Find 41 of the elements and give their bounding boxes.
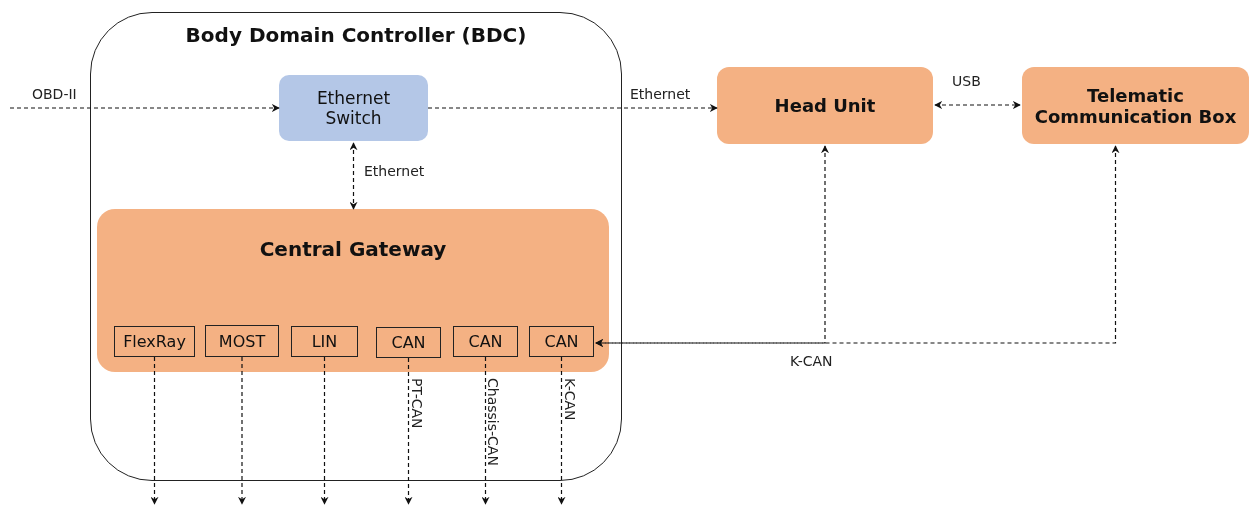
edge-label: Chassis-CAN	[485, 377, 501, 468]
dashed-arrow	[595, 145, 829, 347]
dashed-arrow	[427, 104, 718, 112]
edge-label: K-CAN	[562, 377, 578, 423]
node-label: Central Gateway	[259, 237, 447, 261]
node-label: MOST	[218, 331, 266, 351]
edge-label: Ethernet	[362, 163, 427, 179]
node-label: CAN	[391, 333, 426, 352]
node-label: Telematic Communication Box	[1033, 84, 1238, 127]
bus-port-box	[453, 326, 518, 357]
gateway-box	[97, 209, 609, 372]
dashed-arrow	[404, 357, 413, 505]
bus-port-box	[114, 326, 195, 357]
unit-box	[1022, 67, 1249, 144]
node-label: CAN	[544, 332, 579, 351]
edge-label: PT-CAN	[409, 377, 425, 431]
node-label: FlexRay	[123, 332, 186, 351]
dashed-arrow	[557, 356, 566, 505]
bus-port-box	[529, 326, 594, 357]
dashed-arrow	[150, 356, 159, 505]
dashed-arrow	[481, 356, 490, 505]
edge-label: USB	[950, 73, 983, 89]
dashed-arrow	[349, 142, 358, 210]
dashed-arrow	[9, 104, 280, 112]
edge-label: K-CAN	[788, 353, 835, 369]
node-label: Head Unit	[774, 95, 876, 116]
switch-box	[279, 75, 428, 141]
controller-boundary	[90, 12, 622, 481]
dashed-arrow	[934, 101, 1021, 109]
node-label: LIN	[311, 332, 338, 351]
node-label: Body Domain Controller (BDC)	[185, 23, 527, 47]
unit-box	[717, 67, 933, 144]
dashed-arrow	[238, 356, 246, 505]
bus-port-box	[205, 325, 279, 357]
bus-port-box	[376, 327, 441, 358]
edge-label: Ethernet	[628, 86, 693, 102]
node-label: CAN	[468, 332, 503, 351]
bus-port-box	[291, 326, 358, 357]
dashed-arrow	[320, 356, 329, 505]
edge-label: OBD-II	[30, 86, 79, 102]
node-label: Ethernet Switch	[315, 88, 392, 128]
